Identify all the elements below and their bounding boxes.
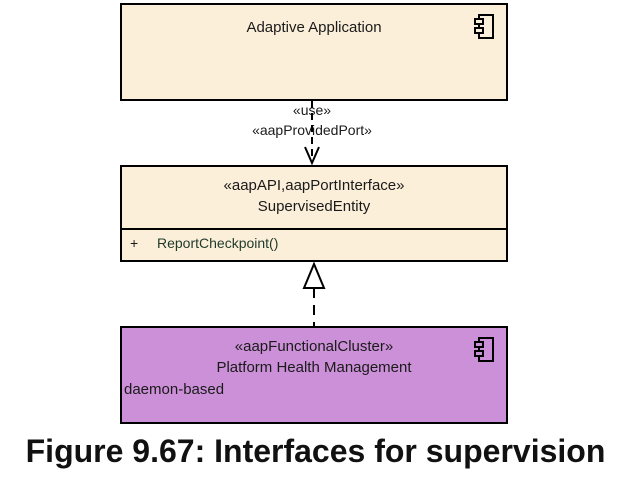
platform-health-management-component: «aapFunctionalCluster» Platform Health M… [120, 326, 508, 424]
operation-visibility: + [130, 235, 139, 251]
interface-name: SupervisedEntity [257, 198, 371, 215]
functional-cluster-stereotype: «aapFunctionalCluster» [234, 338, 394, 355]
supervised-entity-interface: «aapAPI,aapPortInterface» SupervisedEnti… [120, 165, 508, 262]
realization-arrowhead [302, 261, 326, 289]
use-stereotype-label: «use» [292, 102, 332, 118]
use-dependency-arrowhead [304, 146, 320, 166]
operation-report-checkpoint: ReportCheckpoint() [157, 235, 279, 251]
interface-compartment-divider [122, 228, 506, 230]
component-icon [474, 14, 494, 39]
component-icon [474, 337, 494, 362]
interface-stereotype: «aapAPI,aapPortInterface» [223, 177, 405, 194]
figure-caption: Figure 9.67: Interfaces for supervision [25, 433, 606, 469]
platform-health-management-name: Platform Health Management [216, 359, 412, 376]
daemon-based-property: daemon-based [124, 381, 225, 398]
adaptive-application-component: Adaptive Application [120, 3, 508, 101]
adaptive-application-name: Adaptive Application [246, 19, 382, 36]
